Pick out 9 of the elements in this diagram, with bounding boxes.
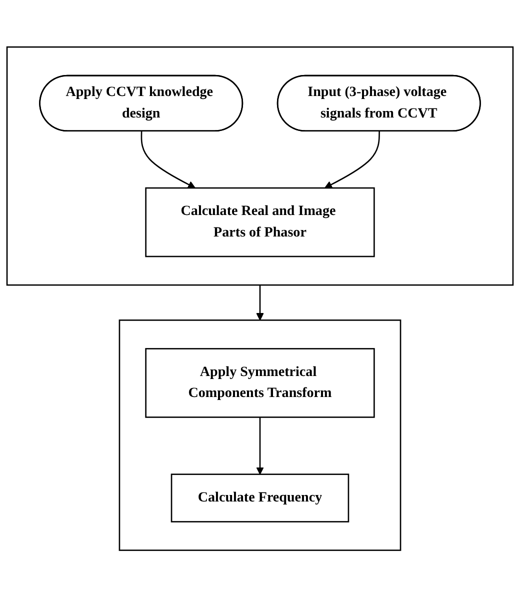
cluster	[6, 46, 514, 286]
arrow	[256, 418, 264, 475]
cluster	[118, 320, 402, 552]
arrow	[140, 132, 196, 189]
node-box: Calculate Frequency	[170, 474, 350, 523]
node-box: Apply Symmetrical Components Transform	[145, 348, 375, 418]
arrow	[324, 132, 380, 189]
arrow	[256, 285, 264, 321]
node-box: Calculate Real and Image Parts of Phasor	[145, 188, 375, 258]
